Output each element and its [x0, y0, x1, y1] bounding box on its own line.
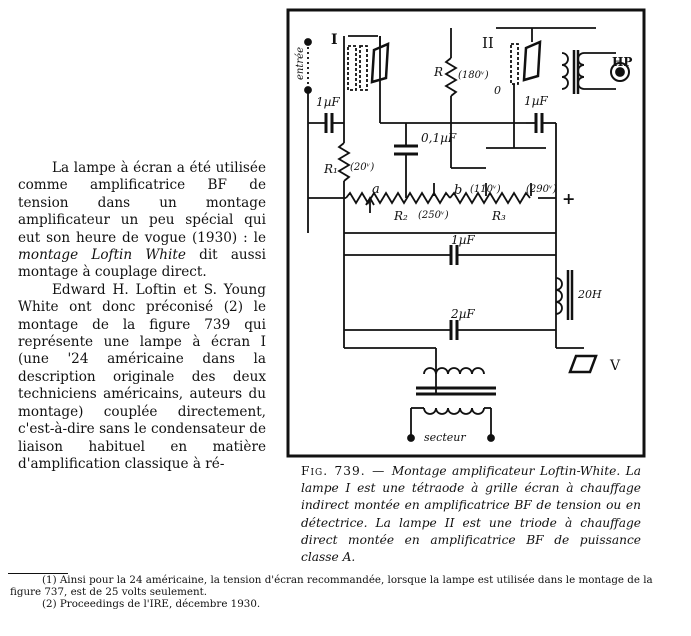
paragraph-1-italic: montage Loftin White [18, 247, 186, 264]
label-secteur: secteur [424, 431, 466, 444]
paragraph-1-end: dit aussi montage à couplage direct. [18, 247, 266, 281]
body-text-column: La lampe à écran a été utilisée comme am… [18, 160, 266, 473]
label-lamp-1: I [331, 32, 338, 48]
label-v: V [609, 358, 621, 374]
caption-text: Montage amplificateur Loftin-White. La l… [301, 464, 641, 565]
label-r2: R₂ [393, 209, 408, 223]
footnote-2: (2) Proceedings de l'IRE, décembre 1930. [42, 598, 261, 610]
label-v110: (110ᵛ) [470, 184, 501, 195]
label-r3: R₃ [491, 209, 506, 223]
label-r: R [433, 65, 443, 79]
label-choke: 20H [577, 288, 602, 301]
label-c3: 1µF [524, 94, 548, 108]
paragraph-2: Edward H. Loftin et S. Young White ont d… [18, 281, 266, 472]
label-c4: 1µF [451, 233, 475, 247]
paragraph-1-start: La lampe à écran a été utilisée comme am… [18, 160, 266, 246]
label-r1-val: (20ᵛ) [350, 162, 374, 173]
label-lamp-2: II [482, 34, 494, 52]
label-c5: 2µF [450, 307, 475, 321]
label-hp: HP [612, 55, 632, 69]
figure-caption: Fig. 739. — Montage amplificateur Loftin… [301, 463, 641, 566]
paragraph-1: La lampe à écran a été utilisée comme am… [18, 160, 266, 282]
label-entree: entrée [295, 47, 306, 80]
label-r1: R₁ [323, 162, 338, 176]
label-c1: 1µF [316, 95, 340, 109]
label-c2: 0,1µF [421, 131, 457, 145]
label-v290: (290ᵛ) [526, 184, 557, 195]
label-zero: 0 [494, 84, 501, 97]
label-point-a: a [372, 182, 380, 197]
label-r-val: (180ᵛ) [458, 70, 489, 81]
label-point-b: b [454, 183, 462, 198]
label-plus: + [562, 189, 575, 208]
footnote-1: (1) Ainsi pour la 24 américaine, la tens… [10, 574, 653, 598]
caption-label: Fig. 739. — [301, 464, 392, 478]
label-r2-val: (250ᵛ) [418, 210, 449, 221]
figure-frame [286, 8, 646, 458]
loftin-white-schematic: entrée I II HP 1µF 0,1µF 1µF 1µF 2µF R (… [286, 8, 646, 458]
footnotes: (1) Ainsi pour la 24 américaine, la tens… [10, 574, 665, 610]
footnote-rule [8, 573, 68, 574]
